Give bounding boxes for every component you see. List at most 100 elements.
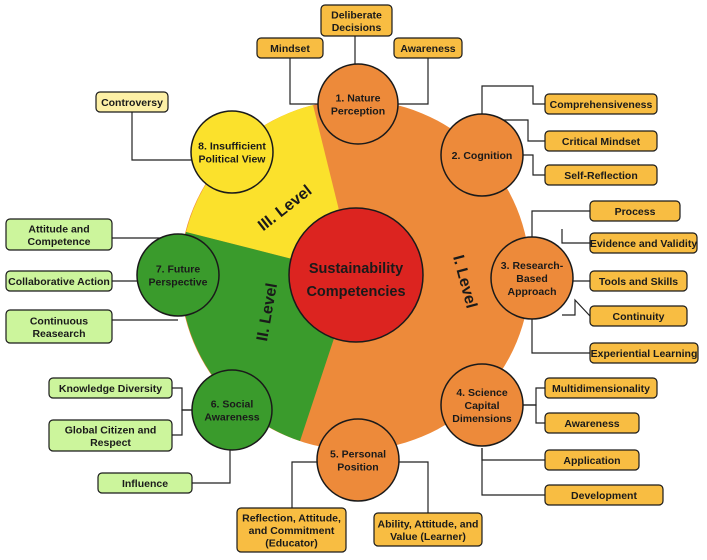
competency-circle [316, 418, 400, 502]
sub-competency-box [5, 270, 113, 292]
competency-label-line: Approach [507, 286, 556, 298]
competency-circle [191, 369, 273, 451]
competency-circle [190, 110, 274, 194]
competency-label-line: 5. Personal [330, 449, 386, 461]
sub-competency-label-line: Mindset [270, 43, 310, 55]
sub-competency-box [589, 305, 688, 327]
sub-competency-label-line: Critical Mindset [562, 136, 641, 148]
sub-competency-box [256, 37, 324, 59]
competency-circle [136, 233, 220, 317]
sub-competency-evidence: Evidence and Validity [589, 232, 698, 254]
competency-label-line: Perception [331, 106, 385, 118]
center-node: Sustainability Competencies [288, 207, 424, 343]
sub-competency-label-line: (Educator) [265, 538, 318, 550]
sub-competency-box [97, 472, 193, 494]
competency-node-c2: 2. Cognition [440, 113, 524, 197]
sub-competency-box [48, 419, 173, 452]
sub-competency-experiential: Experiential Learning [589, 342, 699, 364]
sub-competency-box [320, 4, 393, 37]
sub-competency-label-line: Controversy [101, 97, 163, 109]
sub-competency-label-line: Attitude and [28, 223, 89, 235]
sub-competency-awareness2: Awareness [544, 412, 640, 434]
sub-competency-label-line: Application [563, 455, 620, 467]
sub-competency-label-line: Multidimensionality [552, 383, 650, 395]
sub-competency-label-line: and Commitment [249, 525, 335, 537]
center-label-line1: Sustainability [309, 261, 403, 277]
sub-competency-label-line: Reasearch [32, 328, 85, 340]
competency-circle [440, 113, 524, 197]
sub-competency-label-line: Awareness [400, 43, 455, 55]
competency-label-line: 2. Cognition [452, 150, 513, 162]
competency-label-line: 6. Social [211, 399, 254, 411]
sub-competency-label-line: Deliberate [331, 9, 382, 21]
competency-circle [490, 236, 574, 320]
sub-competency-label-line: Knowledge Diversity [59, 383, 162, 395]
sub-competency-box [544, 412, 640, 434]
sub-competency-box [544, 164, 658, 186]
sub-competency-label-line: Value (Learner) [390, 531, 466, 543]
sub-competency-continuity: Continuity [589, 305, 688, 327]
sub-competency-box [544, 449, 640, 471]
sub-competency-label-line: Respect [90, 437, 131, 449]
sub-competency-selfreflection: Self-Reflection [544, 164, 658, 186]
sub-competency-box [236, 507, 347, 553]
competency-circle [440, 363, 524, 447]
sub-competency-label-line: Reflection, Attitude, [242, 513, 341, 525]
sub-competency-label-line: Tools and Skills [599, 276, 678, 288]
competency-label-line: 4. Science [456, 387, 508, 399]
sub-competency-label-line: Comprehensiveness [550, 99, 653, 111]
sub-competency-box [48, 377, 173, 399]
sub-competency-multidim: Multidimensionality [544, 377, 658, 399]
competency-label-line: Capital [464, 400, 499, 412]
competency-label-line: Perspective [149, 277, 208, 289]
sub-competency-label-line: Influence [122, 478, 168, 490]
sub-competency-box [589, 232, 698, 254]
competency-label-line: Position [337, 462, 378, 474]
sub-competency-influence: Influence [97, 472, 193, 494]
competency-label-line: Dimensions [452, 413, 512, 425]
sub-competency-controversy: Controversy [95, 91, 169, 113]
sub-competency-collab: Collaborative Action [5, 270, 113, 292]
sub-competency-label-line: Awareness [564, 418, 619, 430]
competency-label-line: Based [516, 273, 548, 285]
competency-label-line: Awareness [204, 412, 259, 424]
sub-competency-awareness1: Awareness [393, 37, 463, 59]
sub-competency-box [5, 309, 113, 344]
sub-competency-label-line: Self-Reflection [564, 170, 638, 182]
competency-label-line: 7. Future [156, 264, 200, 276]
competency-label-line: 1. Nature [336, 93, 381, 105]
center-label-line2: Competencies [306, 284, 405, 300]
competency-circle [317, 63, 399, 145]
sub-competency-label-line: Evidence and Validity [590, 238, 698, 250]
sub-competency-label-line: Continuity [613, 311, 665, 323]
sub-competency-comprehensiveness: Comprehensiveness [544, 93, 658, 115]
connectors [112, 36, 591, 513]
sub-competency-box [544, 377, 658, 399]
sub-competency-process: Process [589, 200, 681, 222]
sub-competency-label-line: Competence [27, 236, 90, 248]
sub-competency-critical: Critical Mindset [544, 130, 658, 152]
sub-competency-box [95, 91, 169, 113]
sub-competency-box [589, 200, 681, 222]
sub-competency-label-line: Experiential Learning [591, 348, 698, 360]
sub-competency-tools: Tools and Skills [589, 270, 688, 292]
sub-competency-label-line: Global Citizen and [65, 424, 157, 436]
sub-competency-box [589, 342, 699, 364]
competency-label-line: 8. Insufficient [198, 141, 266, 153]
sub-competency-reflection: Reflection, Attitude,and Commitment(Educ… [236, 507, 347, 553]
sub-competency-label-line: Ability, Attitude, and [378, 518, 479, 530]
sub-competency-application: Application [544, 449, 640, 471]
